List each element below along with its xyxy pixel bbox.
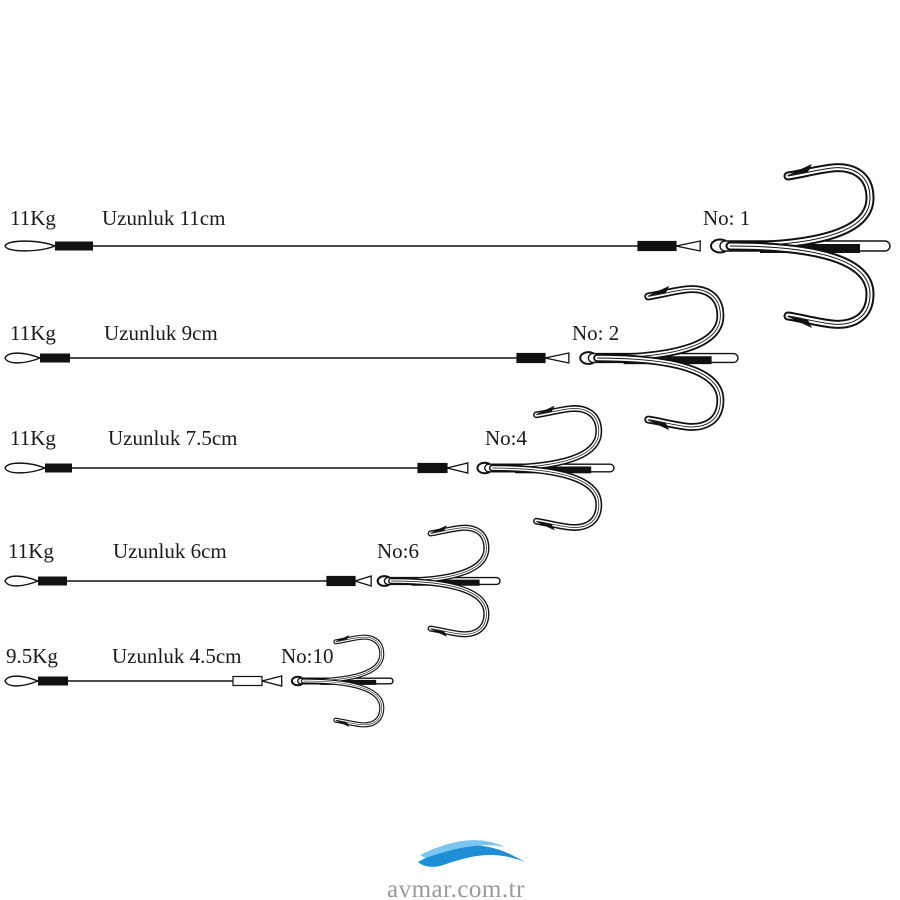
hook-inner [490,466,601,530]
crimp-sleeve [326,575,356,587]
swivel [544,352,570,364]
rig-3-weight: 11Kg [10,426,56,450]
treble-hook-lower [388,577,490,638]
rig-2 [4,285,739,431]
hook-inner [595,355,723,430]
rig-2-hook-size: No: 2 [572,321,619,345]
hook-outline [488,464,603,531]
rig-5-hook-size: No:10 [281,644,334,668]
swivel [261,675,283,687]
wire-loop [4,675,39,687]
hook-barb [534,405,555,415]
treble-hook-upper [300,634,385,684]
hook-inner [301,679,384,727]
crimp-sleeve [55,241,93,251]
logo-text: avmar.com.tr [387,876,525,900]
rig-5-length: Uzunluk 4.5cm [112,644,241,668]
rig-5-weight: 9.5Kg [6,644,58,668]
hook-barb [786,164,812,176]
rig-3-hook-size: No:4 [485,426,528,450]
avmar-logo: avmar.com.tr [387,840,525,900]
crimp-sleeve [637,240,677,252]
hook-outline [593,354,725,431]
rig-1 [4,163,891,329]
rig-3 [4,405,615,531]
hook-line [597,357,721,428]
rig-1-hook-size: No: 1 [703,206,750,230]
swivel [675,240,701,252]
rig-1-weight: 11Kg [10,206,56,230]
hook-line [303,680,383,726]
hook-barb [786,316,812,328]
rig-4-hook-size: No:6 [377,539,419,563]
rig-4-length: Uzunluk 6cm [113,539,227,563]
rig-1-length: Uzunluk 11cm [102,206,225,230]
wire-loop [4,352,41,364]
swivel [352,575,372,587]
hook-barb [534,521,555,531]
hook-line [303,636,383,682]
wire-loop [4,462,46,474]
crimp-sleeve [40,353,70,363]
hook-barb [334,635,350,642]
hook-inner [727,243,873,327]
hook-line [492,408,600,469]
hook-line [391,527,487,582]
crimp-sleeve [45,463,72,473]
rig-5 [4,634,394,728]
hook-line [729,245,871,325]
hook-line [492,467,600,528]
crimp-sleeve [516,352,546,364]
crimp-sleeve [417,462,448,474]
rig-2-length: Uzunluk 9cm [104,321,218,345]
hook-outline [388,577,490,638]
crimp-sleeve [232,675,263,687]
treble-hook-lower [593,354,725,431]
hook-outline [725,163,875,251]
treble-hook-lower [300,678,385,728]
hook-inner [727,165,873,249]
crimp-sleeve [38,576,67,586]
treble-hook-upper [388,524,490,585]
logo-wave-light-icon [420,840,505,858]
rig-3-length: Uzunluk 7.5cm [108,426,237,450]
hook-line [597,288,721,359]
rig-2-weight: 11Kg [10,321,56,345]
treble-hook-upper [725,163,875,251]
swivel [446,462,469,474]
crimp-sleeve [38,676,68,686]
wire-loop [4,575,39,587]
hook-inner [389,579,489,636]
hook-outline [300,678,385,728]
wire-loop [4,240,56,252]
logo-wave-icon [418,845,525,867]
hook-line [729,167,871,247]
treble-hook-lower [725,241,875,329]
treble-hook-lower [488,464,603,531]
rig-4 [4,524,501,638]
rig-4-weight: 11Kg [8,539,54,563]
hook-line [391,580,487,635]
treble-hook-upper [488,405,603,472]
hook-barb [334,720,350,727]
hook-outline [725,241,875,329]
